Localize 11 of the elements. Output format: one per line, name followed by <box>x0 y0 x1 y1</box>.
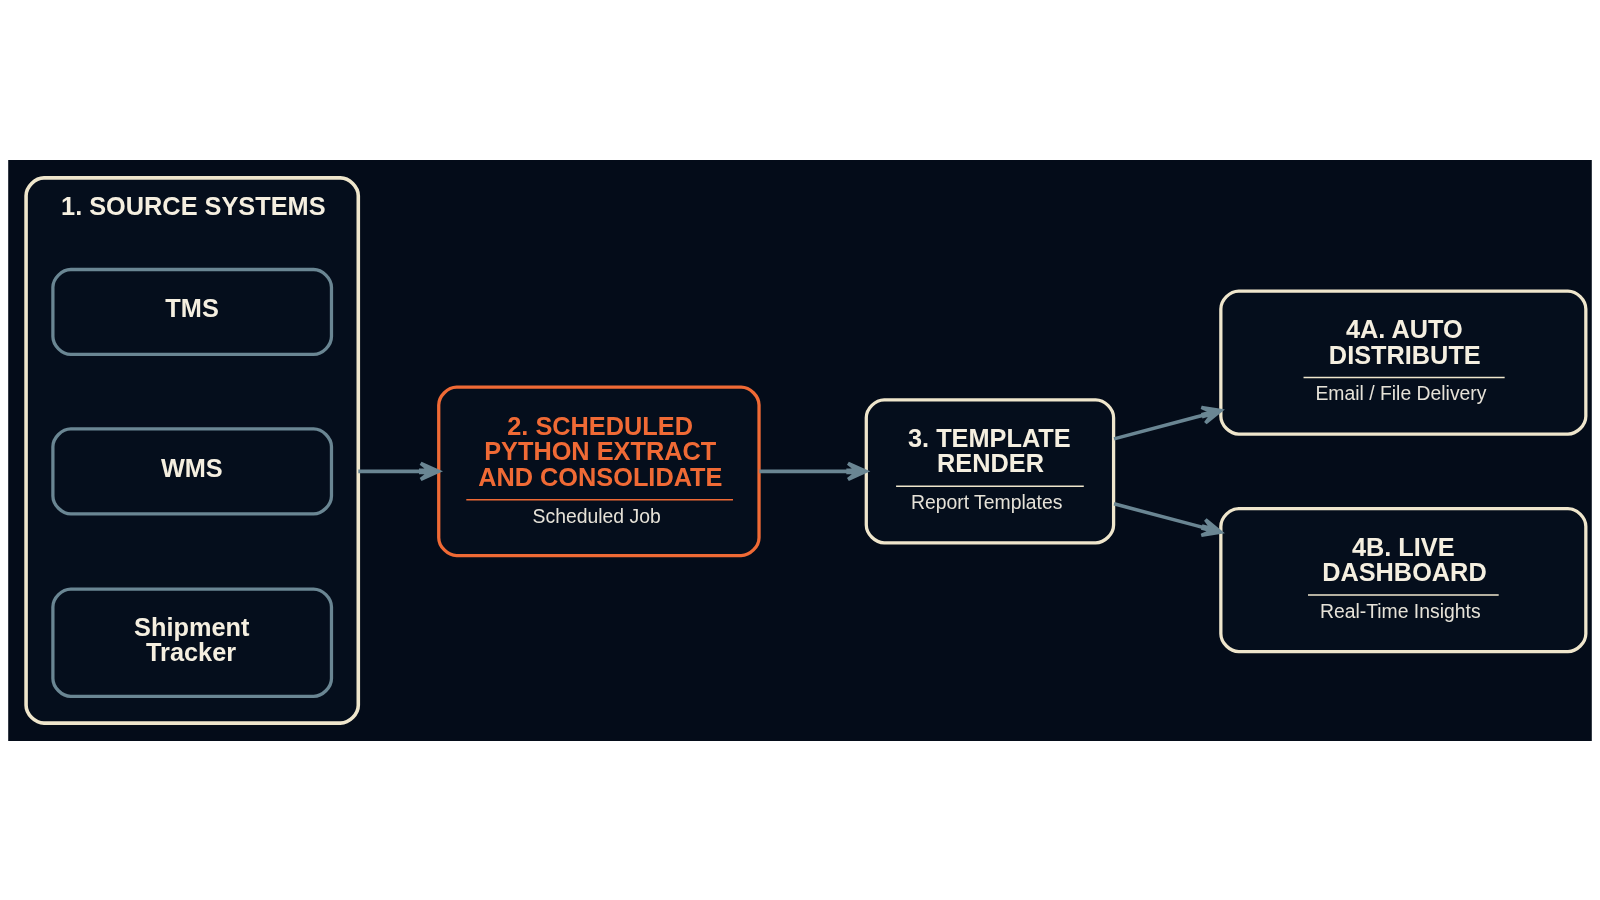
node-box: WMS <box>51 426 334 515</box>
arrow <box>358 461 441 481</box>
node-box: 2. SCHEDULED PYTHON EXTRACT AND CONSOLIDATE Scheduled Job <box>437 385 761 557</box>
arrow <box>1113 405 1223 441</box>
node-box: 3. TEMPLATE RENDER Report Templates <box>864 397 1116 544</box>
node-box: 4A. AUTO DISTRIBUTE Email / File Delivery <box>1219 288 1588 436</box>
node-box: TMS <box>51 267 334 356</box>
arrow <box>1113 501 1223 537</box>
arrow <box>759 461 868 481</box>
node-box: 4B. LIVE DASHBOARD Real-Time Insights <box>1219 506 1588 653</box>
node-box: Shipment Tracker <box>51 586 334 698</box>
